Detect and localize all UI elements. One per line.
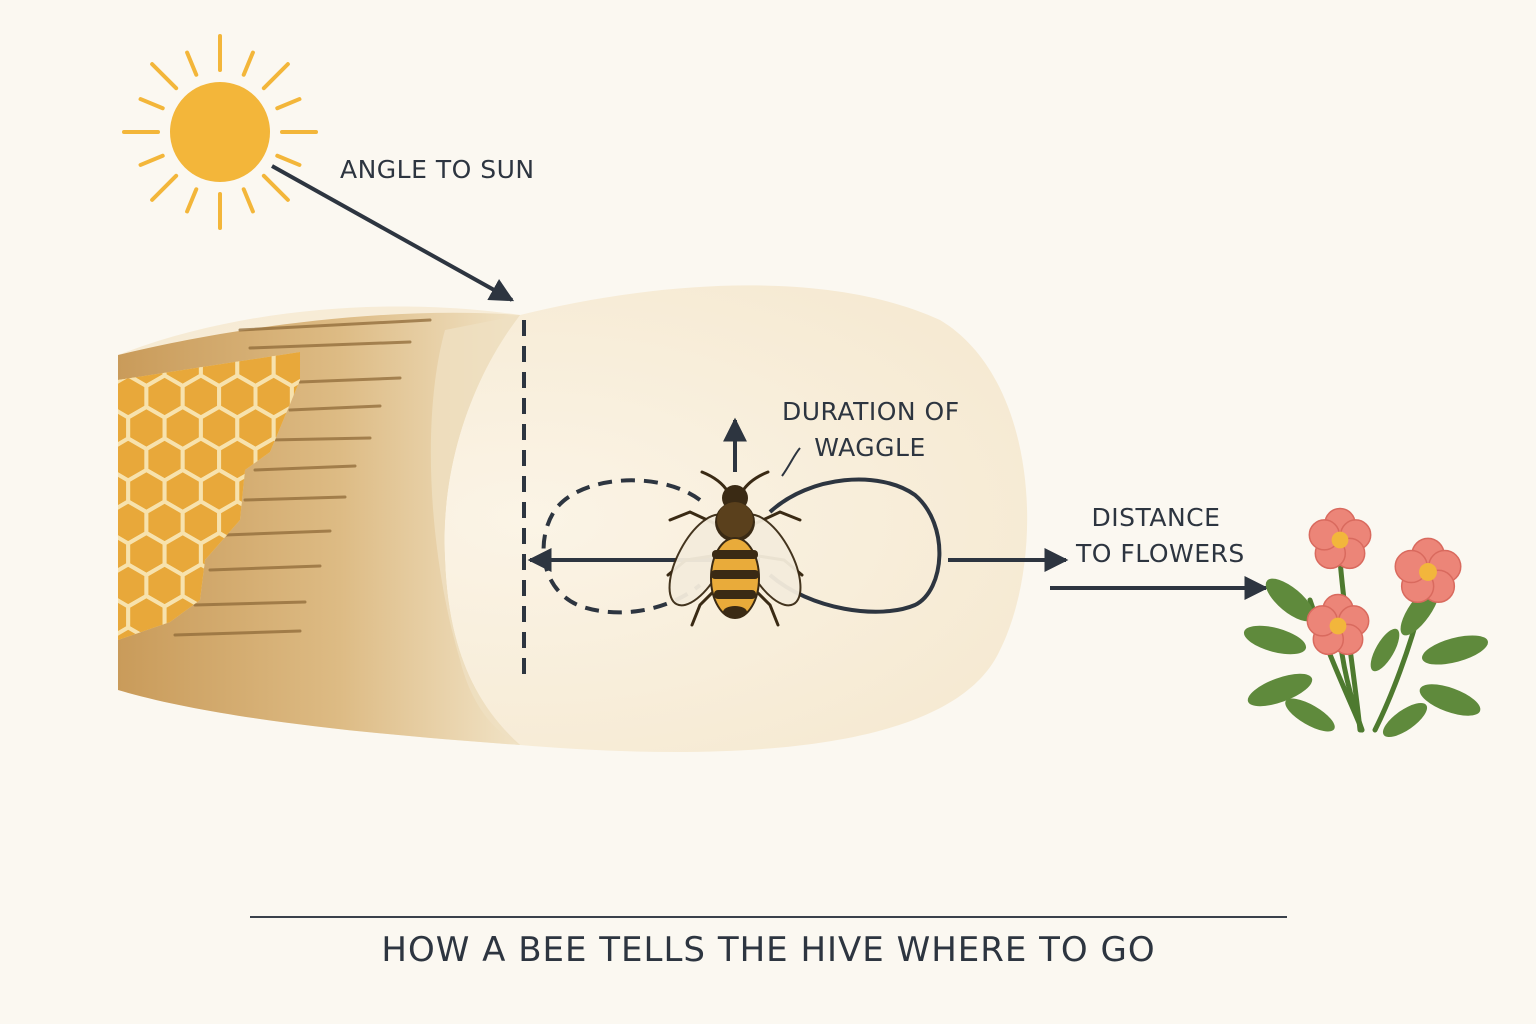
footer-title: HOW A BEE TELLS THE HIVE WHERE TO GO (381, 930, 1156, 970)
return-loop-solid (768, 477, 942, 614)
flowers-icon (1243, 507, 1488, 738)
return-loop-dashed (541, 478, 702, 615)
footer-divider (250, 916, 1287, 918)
sun-ray (275, 97, 302, 111)
duration-of-waggle-label: DURATION OF WAGGLE (782, 394, 960, 466)
flower-head (1394, 537, 1462, 603)
duration-of-waggle-line-1: DURATION OF (782, 397, 960, 426)
waggle-label-connector (781, 447, 801, 477)
sun-ray (275, 153, 302, 167)
sun-ray (150, 62, 179, 91)
honeycomb-cell (289, 373, 300, 420)
sun-ray (185, 187, 199, 214)
angle-to-sun-label: ANGLE TO SUN (340, 155, 535, 184)
sun-angle-arrow (271, 164, 515, 302)
sun-ray (138, 97, 165, 111)
sun-ray (138, 153, 165, 167)
distance-to-flowers-label: DISTANCE TO FLOWERS (1076, 500, 1245, 572)
sun-ray (261, 62, 290, 91)
distance-to-flowers-line-1: DISTANCE (1091, 503, 1221, 532)
sun-ray (185, 50, 199, 77)
flower-head (1308, 507, 1372, 570)
sun-ray (241, 187, 255, 214)
flower-head (1306, 593, 1370, 656)
distance-to-flowers-line-2: TO FLOWERS (1076, 539, 1245, 568)
sun-ray (150, 173, 179, 202)
sun-icon (122, 34, 318, 230)
bee-icon (666, 470, 804, 627)
sun-ray (261, 173, 290, 202)
duration-of-waggle-line-2: WAGGLE (814, 433, 926, 462)
sun-ray (241, 50, 255, 77)
